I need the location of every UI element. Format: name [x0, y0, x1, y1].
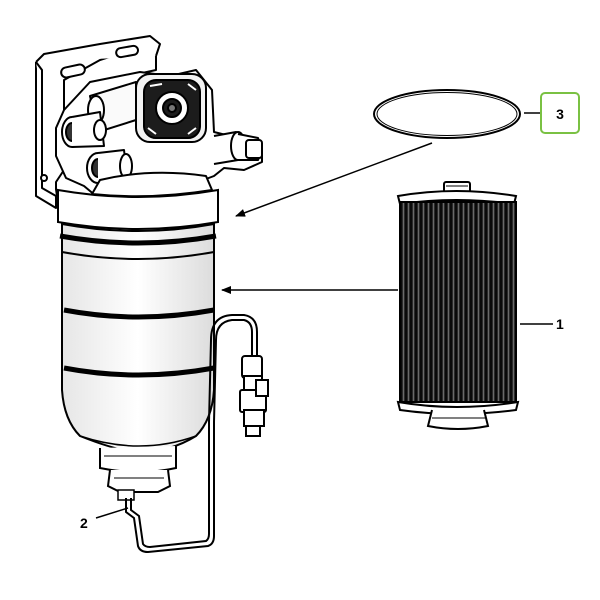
- filter-head-icon: [35, 35, 263, 209]
- leader-line-2: [95, 507, 129, 519]
- callout-1-label: 1: [556, 316, 564, 332]
- callout-3-highlight-box: [540, 92, 580, 134]
- water-in-fuel-sensor-icon: [125, 314, 269, 554]
- filter-element-icon: [396, 181, 520, 430]
- filter-bowl-icon: [57, 188, 219, 501]
- arrow-oring-to-head: [235, 142, 433, 217]
- leader-arrows: [95, 112, 553, 519]
- callout-3-label: 3: [556, 106, 564, 122]
- o-ring-icon: [373, 89, 521, 139]
- callout-2-label: 2: [80, 515, 88, 531]
